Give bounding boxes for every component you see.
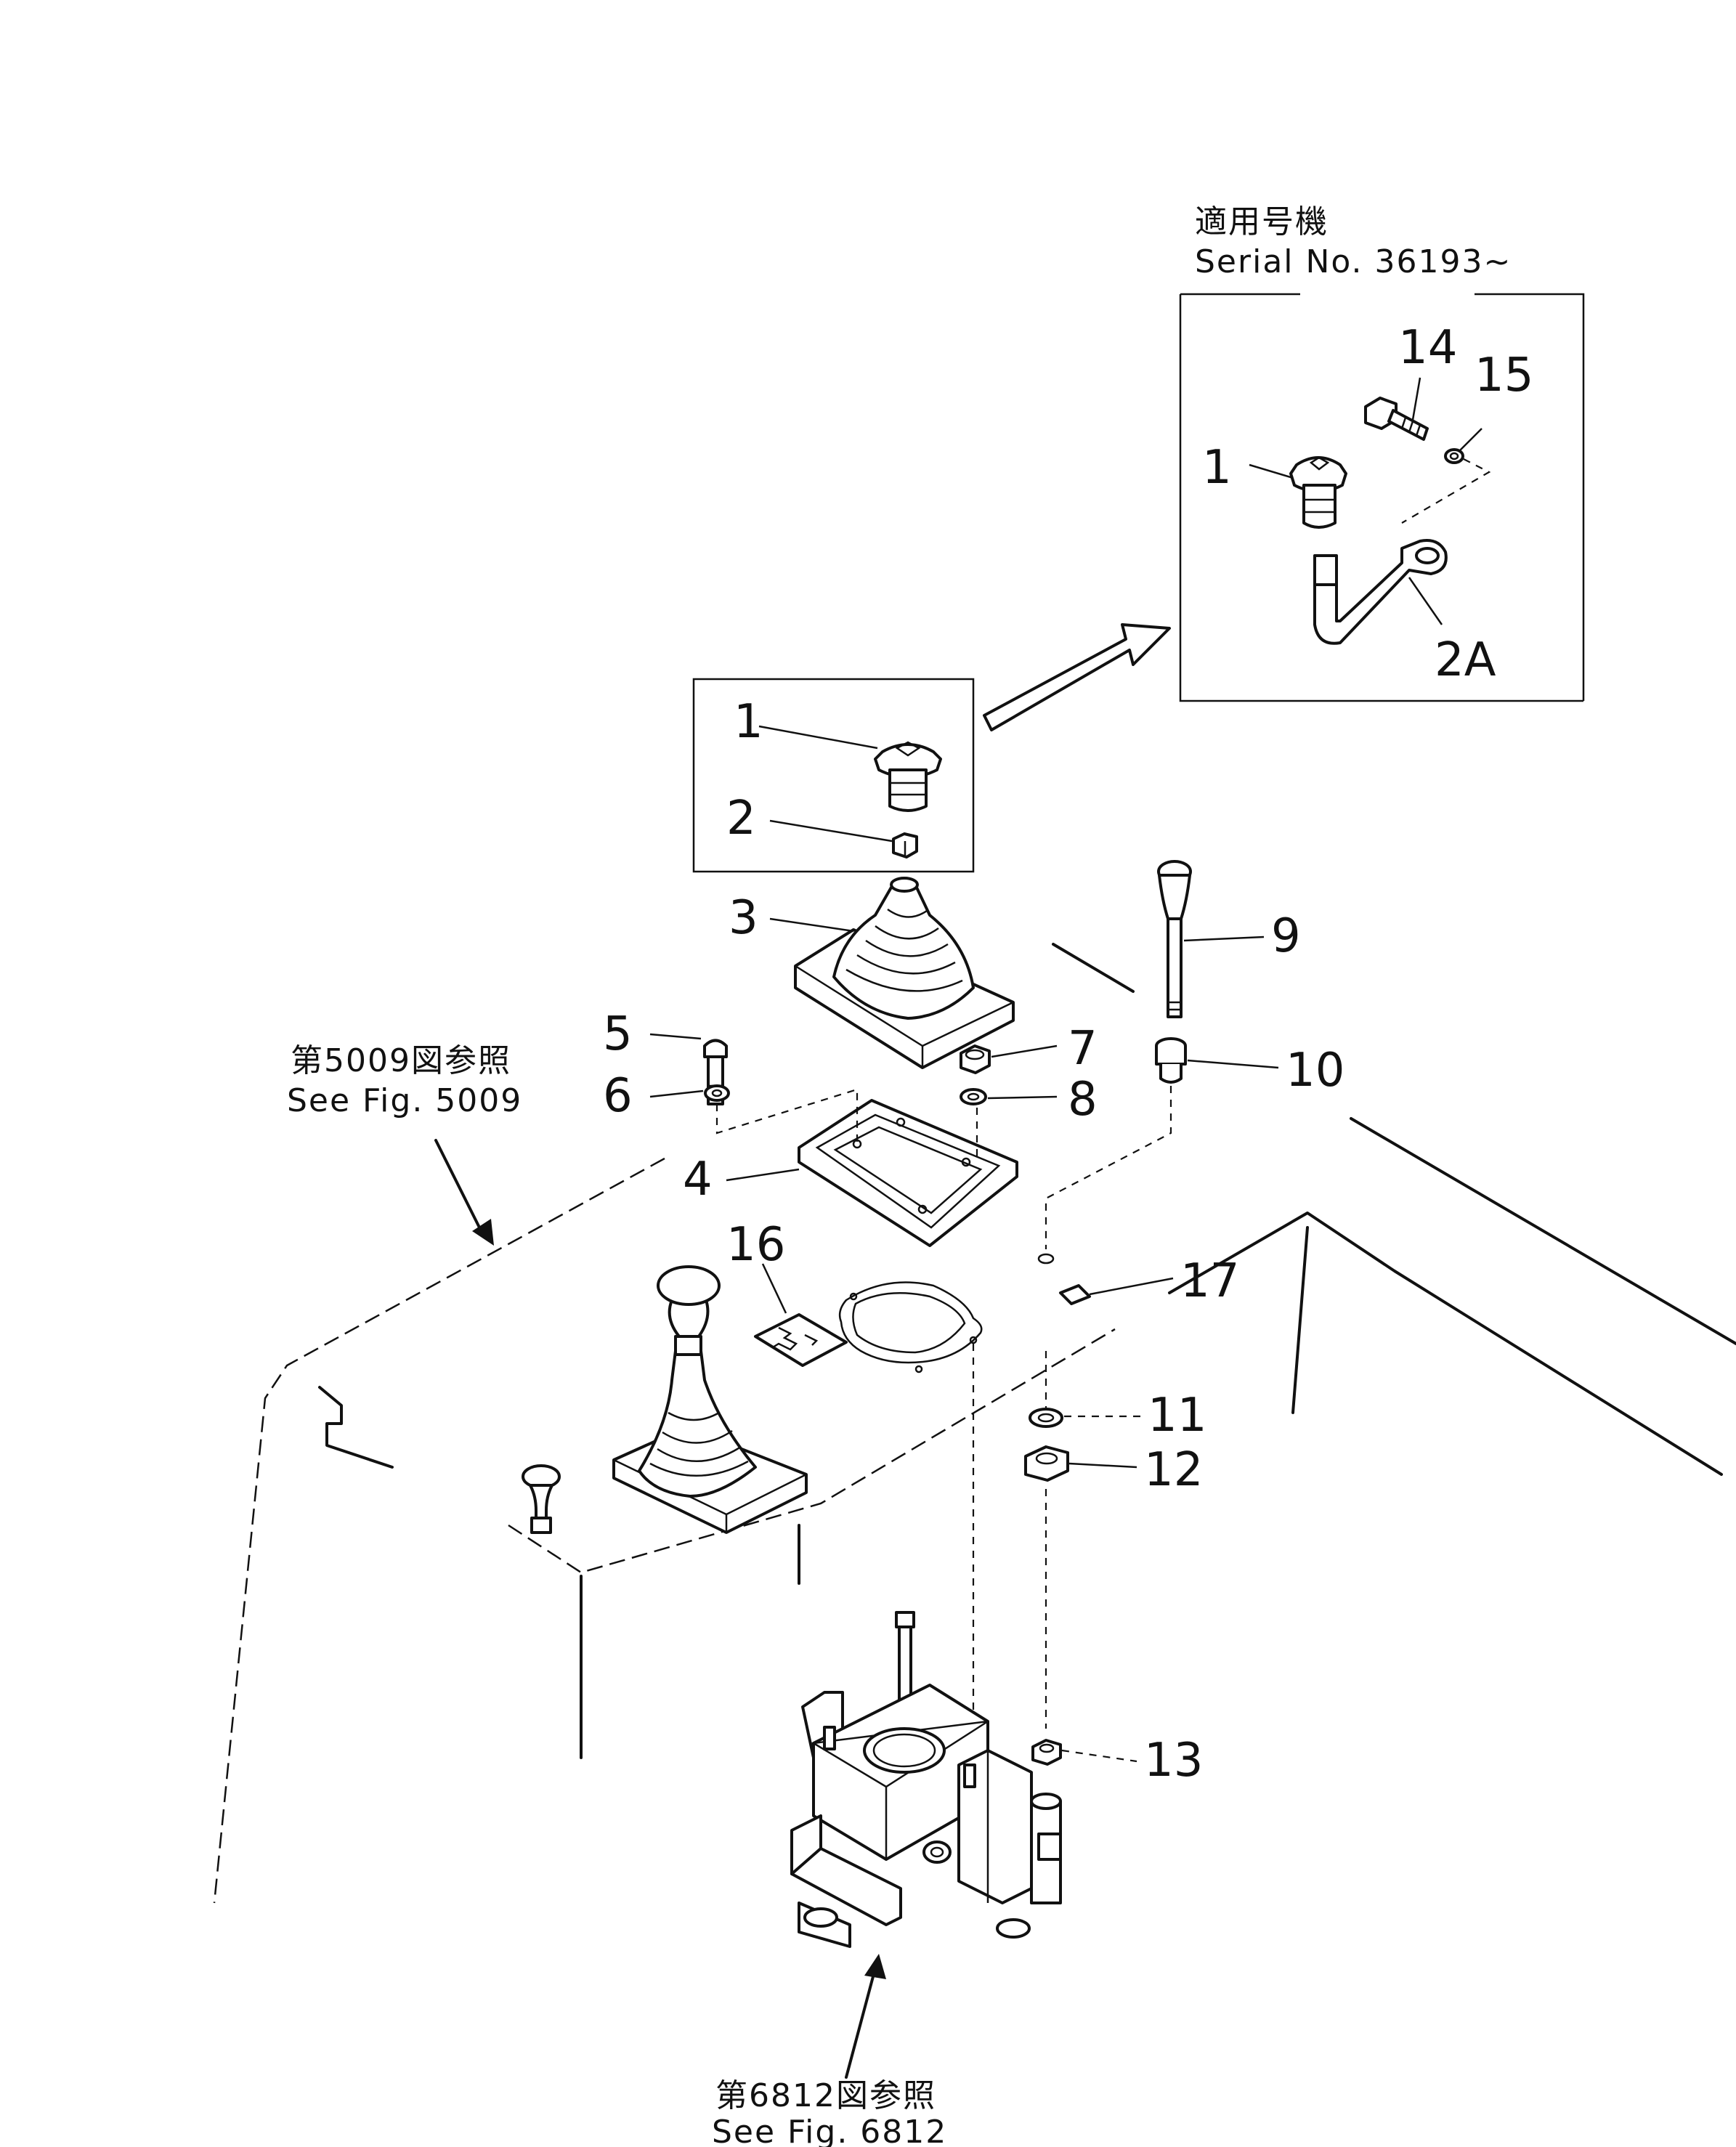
callout-8: 8 xyxy=(1068,1073,1098,1127)
knob-cap xyxy=(874,741,942,812)
inset-pointer-arrow xyxy=(983,623,1171,731)
bushing xyxy=(1155,1037,1187,1084)
inset-knob xyxy=(1289,456,1347,529)
fig5009-note-jp: 第5009図参照 xyxy=(291,1042,511,1079)
callout-14: 14 xyxy=(1398,321,1457,375)
fig5009-arrow xyxy=(434,1139,494,1246)
fig6812-note-jp: 第6812図参照 xyxy=(715,2077,936,2114)
callout-6: 6 xyxy=(603,1069,633,1123)
fig6812-arrow xyxy=(845,1954,886,2079)
bolt-guide-line xyxy=(715,1088,859,1148)
callout-4: 4 xyxy=(683,1153,713,1206)
flat-washer xyxy=(1029,1408,1063,1428)
small-knob xyxy=(522,1464,561,1534)
label-plate xyxy=(754,1313,848,1367)
callout-2: 2 xyxy=(726,792,756,845)
small-nut xyxy=(892,832,918,859)
inset-washer xyxy=(1444,448,1464,464)
callout-12: 12 xyxy=(1144,1443,1203,1497)
callout-17: 17 xyxy=(1180,1254,1239,1308)
console-panel-outline xyxy=(213,943,1736,1904)
fig5009-note-en: See Fig. 5009 xyxy=(287,1082,522,1119)
serial-note-jp: 適用号機 xyxy=(1195,203,1329,240)
fig6812-note-en: See Fig. 6812 xyxy=(712,2114,947,2147)
assembled-joystick xyxy=(612,1265,808,1534)
rod-guide-line xyxy=(1045,1086,1172,1249)
panel-hole xyxy=(1037,1253,1055,1265)
lever-rod xyxy=(1157,860,1192,1018)
lock-nut xyxy=(1031,1739,1062,1766)
inset-bolt xyxy=(1364,397,1429,441)
callout-13: 13 xyxy=(1144,1734,1203,1787)
callout-1-inset: 1 xyxy=(1202,441,1232,495)
pilot-valve xyxy=(790,1611,1062,1948)
callout-15: 15 xyxy=(1475,349,1533,402)
washer xyxy=(960,1088,987,1105)
small-clip xyxy=(1059,1284,1091,1305)
lock-washer xyxy=(704,1084,730,1102)
nut xyxy=(960,1044,991,1074)
upper-parts-box xyxy=(692,678,975,873)
rubber-boot xyxy=(794,877,1015,1069)
inset-box xyxy=(1179,293,1585,702)
mounting-plate xyxy=(798,1099,1018,1247)
leader-lines xyxy=(649,377,1483,1763)
callout-1: 1 xyxy=(734,695,763,749)
hex-nut xyxy=(1024,1445,1069,1482)
callout-9: 9 xyxy=(1271,909,1301,963)
serial-note-en: Serial No. 36193~ xyxy=(1195,243,1512,280)
inset-bracket-lever xyxy=(1313,539,1448,645)
callout-7: 7 xyxy=(1068,1022,1098,1076)
callout-10: 10 xyxy=(1286,1044,1344,1097)
callout-5: 5 xyxy=(603,1007,633,1061)
callout-3: 3 xyxy=(729,891,758,945)
callout-2a: 2A xyxy=(1435,633,1496,687)
callout-11: 11 xyxy=(1148,1389,1206,1442)
gasket-ring xyxy=(838,1281,983,1373)
callout-16: 16 xyxy=(726,1218,785,1272)
inset-guide-line xyxy=(1401,458,1491,524)
